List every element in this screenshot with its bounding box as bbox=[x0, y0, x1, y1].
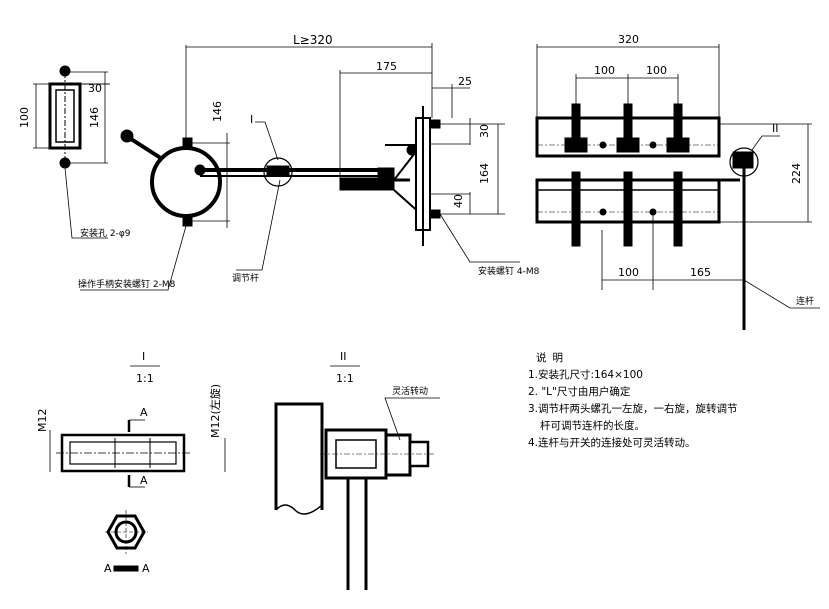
dim-40: 40 bbox=[452, 194, 465, 208]
note-line-1: 1.安装孔尺寸:164×100 bbox=[528, 369, 643, 381]
section-A-top: A bbox=[140, 406, 148, 419]
notes-block: 说明 1.安装孔尺寸:164×100 2. "L"尺寸由用户确定 3.调节杆两头… bbox=[528, 350, 738, 452]
dim-25: 25 bbox=[458, 75, 472, 88]
dim-175: 175 bbox=[376, 60, 397, 73]
note-line-5: 4.连杆与开关的连接处可灵活转动。 bbox=[528, 437, 696, 449]
dim-320: 320 bbox=[618, 33, 639, 46]
dim-30-left: 30 bbox=[88, 82, 102, 95]
notes-title: 说明 bbox=[536, 352, 569, 364]
section-AA-right: A bbox=[142, 562, 150, 575]
dim-224: 224 bbox=[790, 163, 803, 184]
section-A-bottom: A bbox=[140, 474, 148, 487]
main-side-view bbox=[80, 43, 520, 291]
detail1-title: I bbox=[142, 350, 145, 363]
dim-M12: M12 bbox=[36, 409, 49, 433]
dim-100-a: 100 bbox=[594, 64, 615, 77]
section-AA-left: A bbox=[104, 562, 112, 575]
detail2-scale: 1:1 bbox=[336, 372, 354, 385]
marker-II: II bbox=[772, 122, 779, 135]
detail-I bbox=[49, 365, 226, 572]
label-adjust-rod: 调节杆 bbox=[232, 272, 259, 284]
dim-146-left: 146 bbox=[88, 107, 101, 128]
label-handle-bolts: 操作手柄安装螺钉 2-M8 bbox=[78, 278, 176, 290]
note-line-3: 3.调节杆两头螺孔一左旋，一右旋，旋转调节 bbox=[528, 403, 738, 415]
dim-164: 164 bbox=[478, 163, 491, 184]
note-line-2: 2. "L"尺寸由用户确定 bbox=[528, 386, 631, 398]
detail-II bbox=[274, 365, 440, 590]
front-view bbox=[535, 44, 820, 330]
marker-I: I bbox=[250, 113, 253, 126]
dim-100-bottom: 100 bbox=[618, 266, 639, 279]
label-link-rod: 连杆 bbox=[796, 295, 814, 307]
dim-100-b: 100 bbox=[646, 64, 667, 77]
dim-165: 165 bbox=[690, 266, 711, 279]
label-mount-hole: 安装孔 2-φ9 bbox=[80, 227, 131, 239]
dim-30-right: 30 bbox=[478, 124, 491, 138]
mount-plate-view bbox=[33, 65, 110, 239]
detail1-scale: 1:1 bbox=[136, 372, 154, 385]
dim-M12-left: M12(左旋) bbox=[208, 384, 222, 438]
dim-100-left: 100 bbox=[18, 107, 31, 128]
detail2-title: II bbox=[340, 350, 347, 363]
dim-L: L≥320 bbox=[293, 33, 333, 47]
note-line-4: 杆可调节连杆的长度。 bbox=[540, 420, 645, 432]
dim-146-main: 146 bbox=[211, 101, 224, 122]
label-mount-screw: 安装螺钉 4-M8 bbox=[478, 265, 540, 277]
label-flexible-rotation: 灵活转动 bbox=[392, 385, 428, 397]
